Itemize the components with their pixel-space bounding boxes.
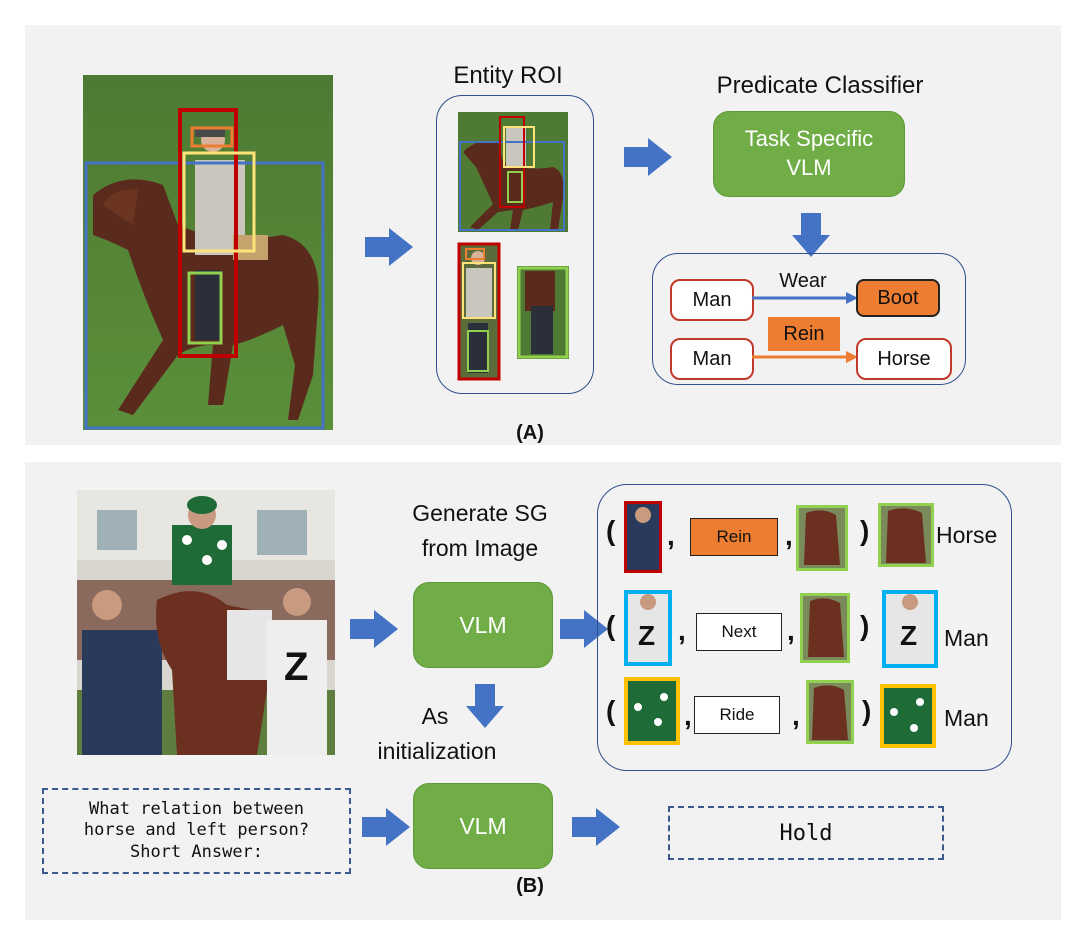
- roi-crop-man: [457, 242, 501, 381]
- paren-close-3: ): [862, 695, 872, 726]
- paren-open-1: (: [606, 515, 616, 546]
- vlm-bottom: VLM: [413, 783, 553, 869]
- arrow-rein: [752, 351, 858, 363]
- comma-3b: ,: [792, 700, 800, 731]
- svg-text:Z: Z: [638, 620, 655, 651]
- comma-1b: ,: [785, 520, 793, 551]
- question-box: What relation between horse and left per…: [42, 788, 351, 874]
- result-man-3: Man: [944, 705, 989, 731]
- thumb-horse-1: [796, 505, 848, 571]
- comma-2a: ,: [678, 615, 686, 646]
- svg-text:Z: Z: [900, 620, 917, 651]
- paren-open-2: (: [606, 610, 616, 641]
- thumb-man-red: [624, 501, 662, 573]
- initialization-label: initialization: [377, 738, 497, 764]
- arrow-b1: [350, 610, 398, 648]
- caption-a: (A): [516, 422, 544, 444]
- as-label: As: [421, 703, 449, 729]
- entity-roi-title: Entity ROI: [453, 62, 563, 89]
- generate-sg-label-1: Generate SG: [412, 500, 548, 526]
- comma-3a: ,: [684, 700, 692, 731]
- arrow-a2: [624, 138, 672, 176]
- caption-b: (B): [516, 875, 544, 897]
- task-specific-vlm: Task Specific VLM: [713, 111, 905, 197]
- comma-1a: ,: [667, 520, 675, 551]
- predicate-classifier-title: Predicate Classifier: [716, 72, 924, 99]
- object-horse: Horse: [856, 338, 952, 380]
- thumb-jockey-yellow: [624, 677, 680, 745]
- vlm-top: VLM: [413, 582, 553, 668]
- arrow-wear: [752, 292, 858, 304]
- predicate-rein: Rein: [768, 317, 840, 351]
- thumb-man-result-2: Z: [882, 590, 938, 668]
- vlm-label-line1: Task Specific: [744, 126, 874, 152]
- predicate-rein-b: Rein: [690, 518, 778, 556]
- subject-node-1: Man: [670, 279, 754, 321]
- entity-roi-box: [436, 95, 594, 394]
- question-line2: horse and left person?: [83, 820, 310, 841]
- arrow-b2: [560, 610, 608, 648]
- arrow-a1: [365, 228, 413, 266]
- thumb-horse-3: [806, 680, 854, 744]
- vlm-label-line2: VLM: [786, 155, 832, 180]
- object-boot: Boot: [856, 279, 940, 317]
- result-man-2: Man: [944, 625, 989, 651]
- photo-jockey: Z: [77, 490, 335, 755]
- arrow-down-a: [792, 213, 830, 257]
- generate-sg-label-2: from Image: [421, 535, 539, 561]
- thumb-jockey-result: [880, 684, 936, 748]
- question-line3: Short Answer:: [129, 841, 264, 862]
- roi-crop-horse: [458, 112, 568, 232]
- question-line1: What relation between: [89, 799, 304, 820]
- photo-horse-rider: [83, 75, 333, 430]
- answer-box: Hold: [668, 806, 944, 860]
- predicate-next: Next: [696, 613, 782, 651]
- paren-close-1: ): [860, 515, 870, 546]
- subject-node-2: Man: [670, 338, 754, 380]
- paren-close-2: ): [860, 610, 870, 641]
- predicate-wear: Wear: [779, 270, 827, 292]
- comma-2b: ,: [787, 615, 795, 646]
- arrow-b4: [572, 808, 620, 846]
- arrow-down-b: [466, 684, 504, 728]
- thumb-man-blue: Z: [624, 590, 672, 666]
- svg-text:Z: Z: [284, 645, 308, 689]
- thumb-horse-2: [800, 593, 850, 663]
- roi-crop-boot: [517, 266, 569, 359]
- predicate-ride: Ride: [694, 696, 780, 734]
- paren-open-3: (: [606, 695, 616, 726]
- scene-graph-box: [597, 484, 1012, 771]
- arrow-b3: [362, 808, 410, 846]
- relation-box: [652, 253, 966, 385]
- thumb-horse-result: [878, 503, 934, 567]
- result-horse: Horse: [936, 522, 998, 548]
